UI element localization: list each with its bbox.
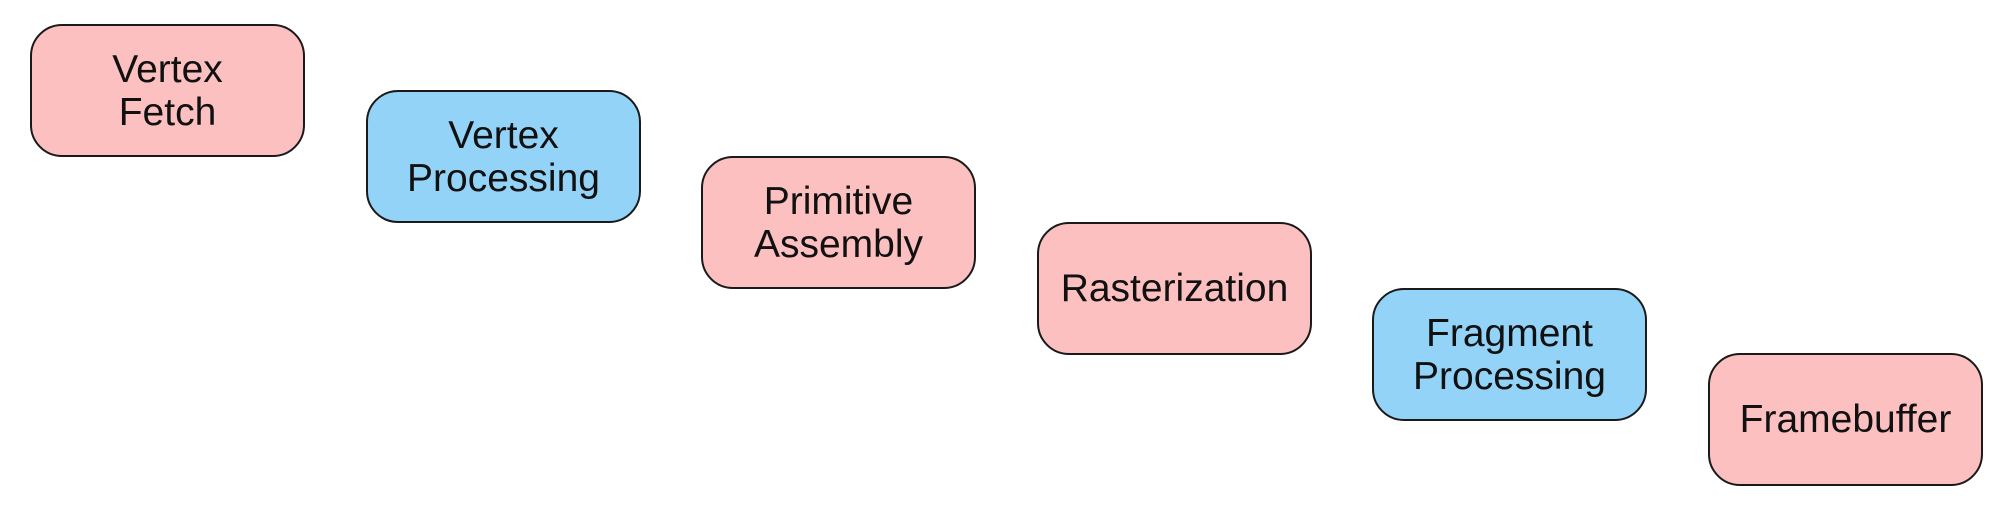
stage-label: Vertex Fetch [112, 47, 223, 134]
stage-rasterization: Rasterization [1037, 222, 1312, 355]
stage-fragment-processing: Fragment Processing [1372, 288, 1647, 421]
stage-framebuffer: Framebuffer [1708, 353, 1983, 486]
stage-primitive-assembly: Primitive Assembly [701, 156, 976, 289]
stage-label: Primitive Assembly [753, 179, 924, 266]
stage-label: Framebuffer [1739, 398, 1952, 441]
stage-vertex-processing: Vertex Processing [366, 90, 641, 223]
stage-label: Rasterization [1060, 267, 1289, 310]
stage-vertex-fetch: Vertex Fetch [30, 24, 305, 157]
stage-label: Vertex Processing [407, 113, 600, 200]
stage-label: Fragment Processing [1413, 311, 1606, 398]
